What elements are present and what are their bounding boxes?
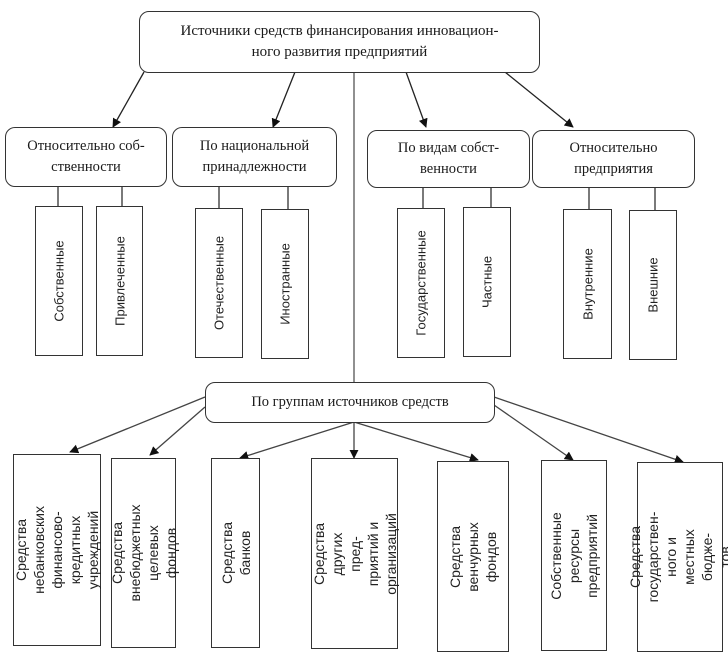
arrow-groups-to-child-1 bbox=[69, 396, 206, 454]
root-label: Источники средств финансирования инновац… bbox=[180, 23, 499, 60]
group-child-nonbank: Средства небанковских финансово-кредитны… bbox=[13, 454, 101, 646]
arrow-groups-to-child-7 bbox=[493, 396, 684, 464]
leaf-private: Частные bbox=[463, 207, 511, 357]
category-ownership: Относительно соб- ственности bbox=[5, 127, 167, 187]
category-label: Относительно предприятия bbox=[569, 140, 658, 177]
category-national: По национальной принадлежности bbox=[172, 127, 337, 187]
arrow-groups-to-child-2 bbox=[149, 406, 206, 456]
leaf-internal: Внутренние bbox=[563, 209, 612, 359]
arrow-groups-to-child-3 bbox=[239, 421, 355, 460]
leaf-label: Внешние bbox=[645, 257, 661, 313]
group-child-label: Собственные ресурсы предприятий bbox=[548, 511, 600, 600]
category-label: По национальной принадлежности bbox=[199, 138, 310, 175]
root-node: Источники средств финансирования инновац… bbox=[139, 11, 540, 73]
group-child-venture: Средства венчурных фондов bbox=[437, 461, 509, 652]
leaf-label: Частные bbox=[479, 255, 495, 309]
arrow-root-to-category-2 bbox=[271, 71, 296, 128]
group-child-extrabudget: Средства внебюджетных целевых фондов bbox=[109, 458, 179, 648]
category-label: По видам собст- венности bbox=[397, 140, 500, 177]
leaf-label: Отечественные bbox=[211, 235, 227, 331]
leaf-external: Внешние bbox=[629, 210, 677, 360]
leaf-label: Привлеченные bbox=[112, 236, 127, 326]
group-child-own-resources: Собственные ресурсы предприятий bbox=[541, 460, 607, 651]
leaf-label: Государственные bbox=[413, 230, 429, 336]
leaf-foreign: Иностранные bbox=[261, 209, 309, 359]
leaf-own: Собственные bbox=[35, 206, 83, 356]
group-child-label: Средства банков bbox=[218, 521, 253, 585]
arrow-root-to-category-4 bbox=[504, 71, 574, 128]
group-child-label: Средства внебюджетных целевых фондов bbox=[108, 504, 179, 602]
groups-label: По группам источников средств bbox=[251, 394, 449, 410]
group-child-banks: Средства банков bbox=[211, 458, 260, 648]
leaf-state: Государственные bbox=[397, 208, 445, 358]
leaf-domestic: Отечественные bbox=[195, 208, 243, 358]
arrow-groups-to-child-5 bbox=[353, 421, 479, 462]
group-child-label: Средства небанковских финансово-кредитны… bbox=[13, 506, 101, 594]
groups-node: По группам источников средств bbox=[205, 382, 495, 423]
group-child-label: Средства других пред- приятий и организа… bbox=[310, 512, 399, 595]
arrow-root-to-category-1 bbox=[112, 71, 145, 128]
group-child-state-budgets: Средства государствен- ного и местных бю… bbox=[627, 462, 728, 652]
group-child-label: Средства венчурных фондов bbox=[447, 521, 499, 592]
arrow-groups-to-child-6 bbox=[493, 404, 574, 461]
arrow-root-to-category-3 bbox=[405, 71, 428, 128]
leaf-borrowed: Привлеченные bbox=[96, 206, 143, 356]
leaf-label: Внутренние bbox=[580, 248, 595, 320]
leaf-label: Иностранные bbox=[277, 243, 293, 325]
category-property-type: По видам собст- венности bbox=[367, 130, 530, 188]
leaf-label: Собственные bbox=[51, 240, 67, 322]
category-enterprise: Относительно предприятия bbox=[532, 130, 695, 188]
category-label: Относительно соб- ственности bbox=[27, 138, 145, 175]
group-child-label: Средства государствен- ного и местных бю… bbox=[627, 511, 728, 603]
group-child-other-enterprises: Средства других пред- приятий и организа… bbox=[310, 458, 399, 649]
